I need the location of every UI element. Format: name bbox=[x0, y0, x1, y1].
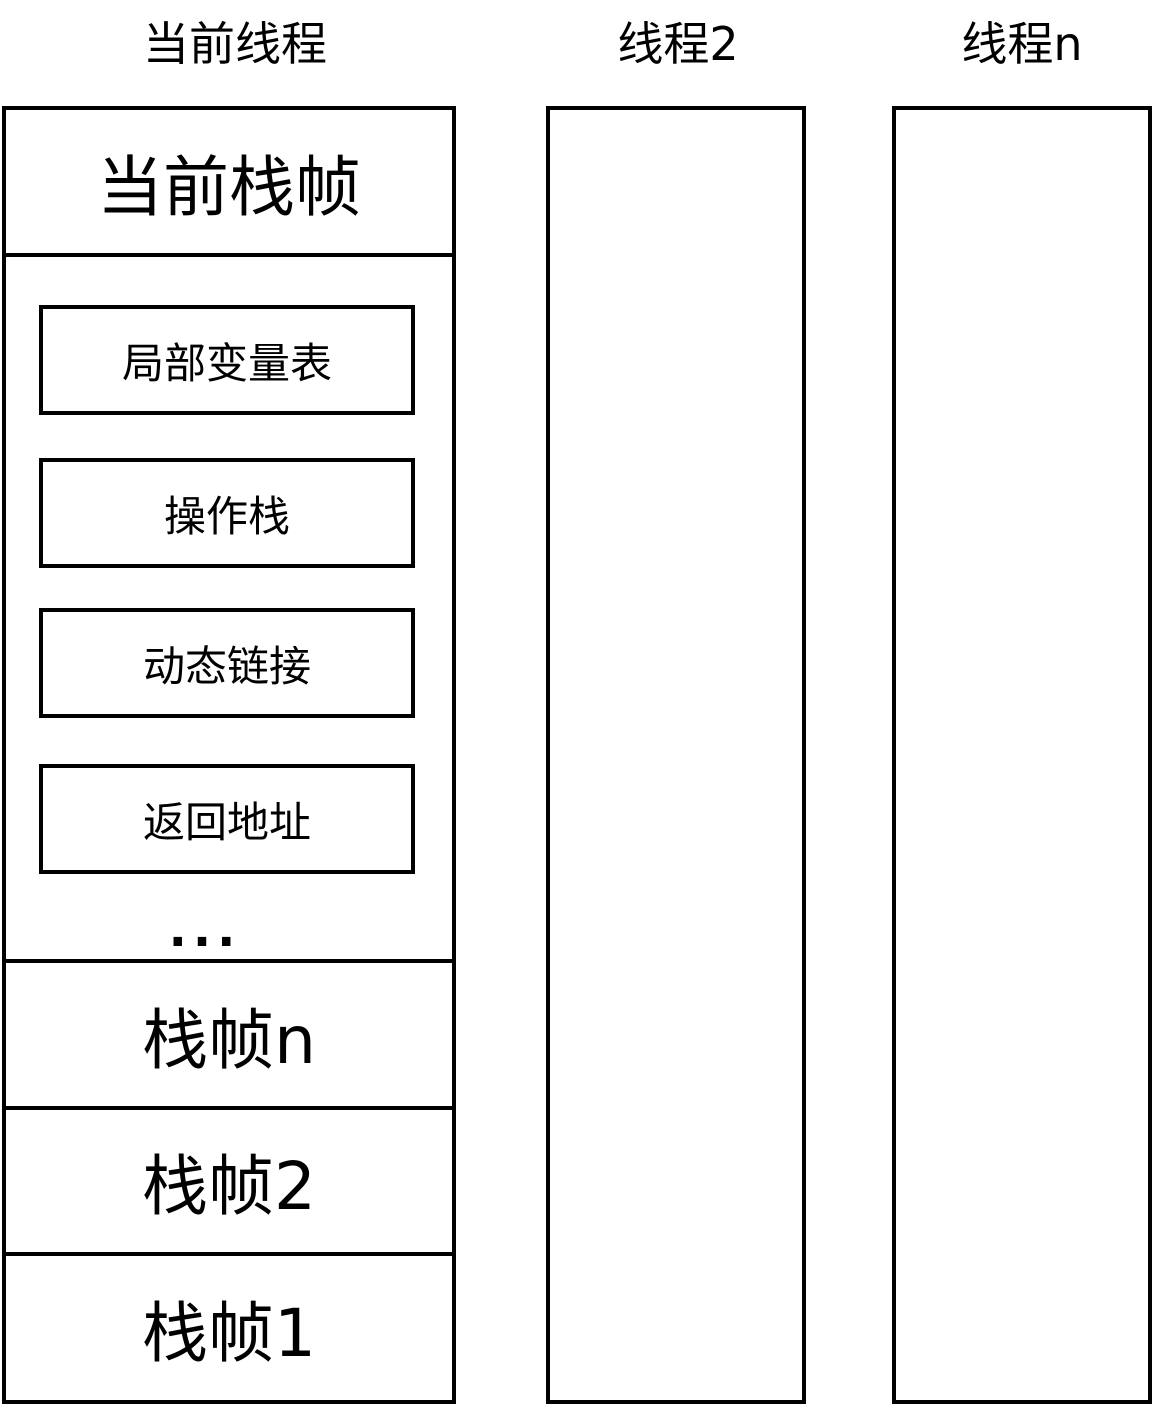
local-variable-table-box: 局部变量表 bbox=[39, 305, 415, 415]
frame-1-label: 栈帧1 bbox=[142, 1295, 316, 1372]
thread-2-title: 线程2 bbox=[617, 17, 739, 71]
ellipsis: ... bbox=[168, 902, 242, 958]
frame-2-divider bbox=[2, 1252, 456, 1256]
operand-stack-box: 操作栈 bbox=[39, 458, 415, 568]
current-frame-divider bbox=[2, 253, 456, 257]
current-thread-stack bbox=[2, 106, 456, 1404]
current-thread-title: 当前线程 bbox=[143, 17, 327, 71]
thread-n-title: 线程n bbox=[961, 17, 1083, 71]
dynamic-linking-box: 动态链接 bbox=[39, 608, 415, 718]
frame-n-divider bbox=[2, 1106, 456, 1110]
thread-n-stack bbox=[892, 106, 1152, 1404]
return-address-box: 返回地址 bbox=[39, 764, 415, 874]
frame-n-label: 栈帧n bbox=[142, 1001, 316, 1079]
frame-2-label: 栈帧2 bbox=[142, 1148, 316, 1225]
thread-2-stack bbox=[546, 106, 806, 1404]
current-frame-label: 当前栈帧 bbox=[97, 149, 361, 226]
current-frame-bottom-divider bbox=[2, 959, 456, 963]
